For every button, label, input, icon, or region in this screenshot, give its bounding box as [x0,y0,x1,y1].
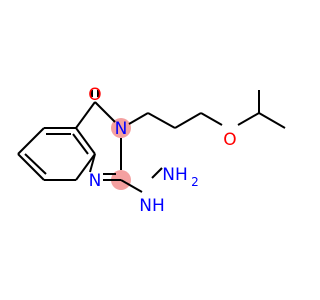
bond-c4a-c4 [75,101,96,129]
bond-o-ch [237,112,260,126]
bond-c8-c8a [75,153,96,181]
highlight-n3 [111,118,131,138]
bond-c8a-c4a [75,127,96,155]
bond-c6-c7 [17,153,45,181]
atom-label-carbonyl-oxygen: O [88,85,101,105]
pyrimidinone-ring [75,101,122,181]
bond-c5-c6 [17,127,45,155]
atom-label-hydrazine-nh: NH [139,196,165,216]
bond-n3-ca [128,112,149,125]
atom-label-ring-nitrogen-3: N [115,119,128,139]
benzene-ring [17,127,96,181]
atom-label-ring-nitrogen-1: N [89,171,102,191]
bond-c8a-c4a-inner [72,133,89,155]
bond-c2-nh [120,179,143,193]
bond-cb-cc [174,112,202,129]
bond-n1-c8a [89,153,96,173]
atom-label-hydrazine-nh2: NH [162,165,188,185]
atom-label-hydrazine-nh2-subscript: 2 [191,175,199,189]
bond-ca-cb [147,112,176,129]
isopropoxypropyl-chain [128,90,286,129]
bond-c4-n3 [94,101,116,123]
bond-nh-nh2 [151,167,163,179]
atom-label-ether-oxygen: O [223,130,236,150]
molecule-structure-diagram: O N N O NH NH 2 [17,85,286,216]
bond-c6-c7-inner [24,153,47,175]
bond-ch-me2 [258,112,286,129]
bond-cc-o [200,112,223,126]
